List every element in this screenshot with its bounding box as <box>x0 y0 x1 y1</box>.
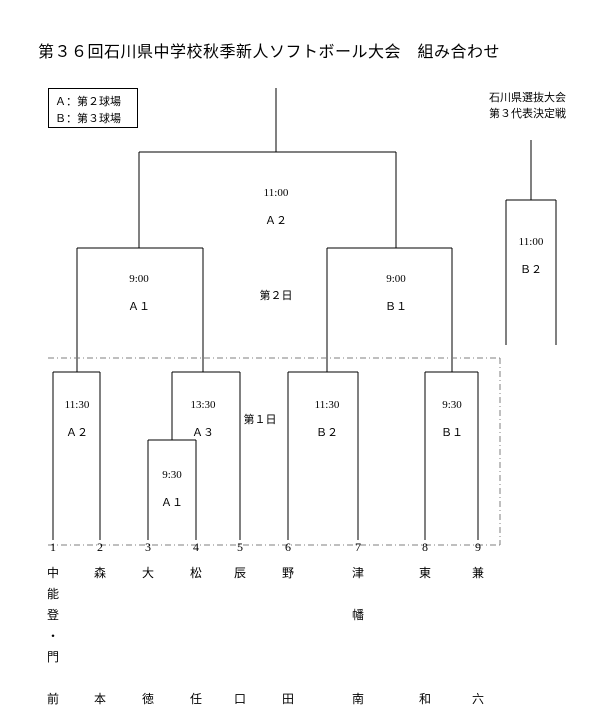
legend-line-a: Ａ：第２球場 <box>55 96 121 108</box>
match-time: 11:30 <box>314 399 340 411</box>
seed-number: 5 <box>237 540 243 554</box>
seed-number: 2 <box>97 540 103 554</box>
page-title: 第３６回石川県中学校秋季新人ソフトボール大会 組み合わせ <box>38 44 501 61</box>
match-time: 9:00 <box>129 273 149 285</box>
team-name: 兼 六 <box>471 566 485 706</box>
team-name: 中 能 登 ・ 門 前 <box>46 566 60 706</box>
venue-legend-box: Ａ：第２球場 Ｂ：第３球場 <box>48 88 138 128</box>
seed-number: 6 <box>285 540 291 554</box>
match-time: 11:00 <box>263 187 289 199</box>
match-time: 9:00 <box>386 273 406 285</box>
seed-number: 8 <box>422 540 428 554</box>
seed-number: 4 <box>193 540 199 554</box>
third-rep-note-line1: 石川県選抜大会 <box>489 92 566 104</box>
seed-number: 9 <box>475 540 481 554</box>
day1-label: 第１日 <box>243 414 277 426</box>
match-field: Ａ１ <box>161 497 183 509</box>
match-field: Ｂ１ <box>385 301 407 313</box>
legend-line-b: Ｂ：第３球場 <box>55 113 121 125</box>
match-field: Ａ１ <box>128 301 150 313</box>
tournament-bracket-page: 第３６回石川県中学校秋季新人ソフトボール大会 組み合わせ Ａ：第２球場 Ｂ：第３… <box>38 44 566 706</box>
match-time: 9:30 <box>442 399 462 411</box>
match-field: Ａ３ <box>192 427 214 439</box>
match-time: 11:00 <box>518 236 544 248</box>
match-time: 9:30 <box>162 469 182 481</box>
team-name: 大 徳 <box>141 566 155 706</box>
match-time: 11:30 <box>64 399 90 411</box>
seed-number: 3 <box>145 540 151 554</box>
match-field: Ａ２ <box>265 215 287 227</box>
match-field: Ｂ１ <box>441 427 463 439</box>
third-rep-note: 石川県選抜大会 第３代表決定戦 <box>489 90 566 122</box>
day2-label: 第２日 <box>259 290 293 302</box>
match-field: Ａ２ <box>66 427 88 439</box>
match-field: Ｂ２ <box>520 264 542 276</box>
team-name: 松 任 <box>189 566 203 706</box>
third-rep-note-line2: 第３代表決定戦 <box>489 108 566 120</box>
team-name: 辰 口 <box>233 566 247 706</box>
match-field: Ｂ２ <box>316 427 338 439</box>
team-name: 森 本 <box>93 566 107 706</box>
team-name: 津 幡 南 <box>351 566 365 706</box>
team-name: 東 和 <box>418 566 432 706</box>
bracket-lines <box>48 88 557 546</box>
team-name: 野 田 <box>281 566 295 706</box>
seed-number: 1 <box>50 540 56 554</box>
seed-number: 7 <box>355 540 361 554</box>
match-time: 13:30 <box>190 399 216 411</box>
